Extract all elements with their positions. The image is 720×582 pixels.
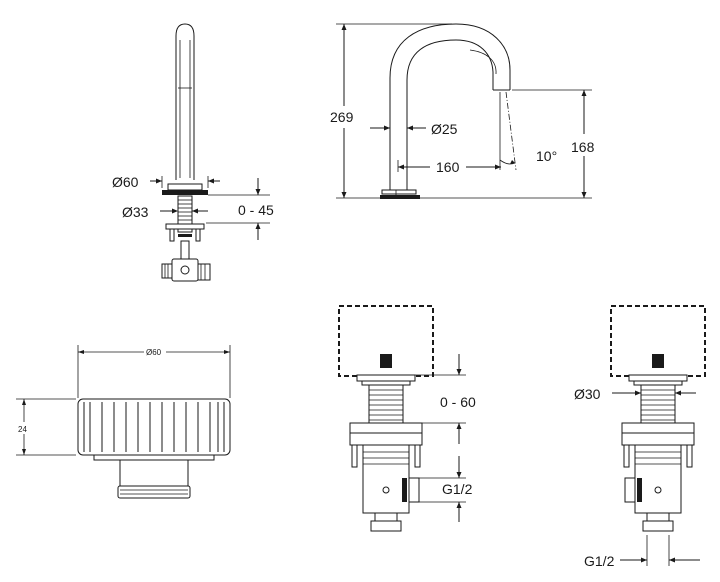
- valve-right-view: Ø30 G1/2: [574, 305, 706, 569]
- spout-side-reach-label: 160: [436, 159, 460, 175]
- spout-side-spout-height-label: 168: [571, 139, 595, 155]
- valve-left-range-label: 0 - 60: [440, 394, 476, 410]
- handle-diameter-label: Ø60: [146, 348, 162, 357]
- spout-side-view: 269 168 Ø25 160 10°: [330, 23, 595, 199]
- spout-side-d25-label: Ø25: [431, 121, 458, 137]
- spout-front-view: Ø60 Ø33 0 - 45: [112, 23, 274, 282]
- handle-view: Ø60 24: [16, 345, 231, 499]
- spout-front-d60-label: Ø60: [112, 174, 139, 190]
- valve-right-diameter-label: Ø30: [574, 386, 601, 402]
- valve-left-thread-label: G1/2: [442, 481, 473, 497]
- valve-right-thread-label: G1/2: [584, 553, 615, 569]
- spout-front-range-label: 0 - 45: [238, 202, 274, 218]
- valve-left-view: 0 - 60 G1/2: [338, 305, 476, 532]
- spout-front-d33-label: Ø33: [122, 204, 149, 220]
- handle-height-label: 24: [18, 425, 27, 434]
- spout-side-angle-label: 10°: [536, 148, 557, 164]
- spout-side-height-label: 269: [330, 109, 354, 125]
